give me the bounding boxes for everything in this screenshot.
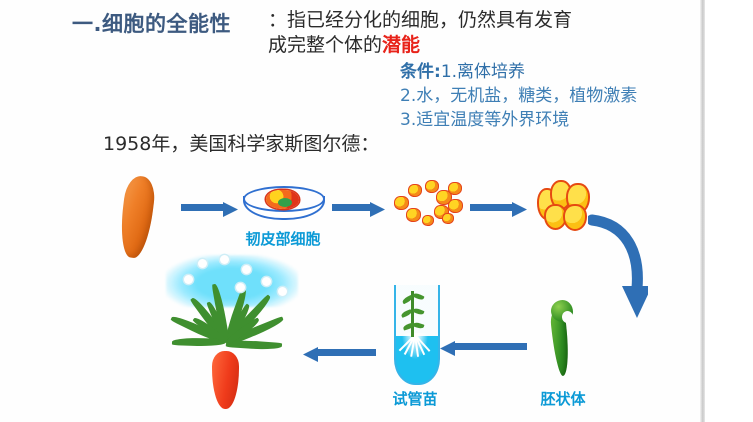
cell-shape [406, 208, 421, 222]
conditions-item-2: 2.水，无机盐，糖类，植物激素 [400, 86, 638, 106]
definition-highlight: 潜能 [382, 34, 421, 56]
definition-line-2: 成完整个体的潜能 [268, 33, 572, 58]
embryoid-notch [562, 311, 573, 323]
callus-icon [537, 180, 591, 231]
slide-frame-edge [700, 0, 705, 422]
carrot-taproot [212, 351, 239, 409]
scattered-cells-icon [392, 180, 470, 226]
test-tube-plantlet-icon [394, 285, 440, 385]
arrow-curved-down [588, 214, 648, 318]
definition-line-1: ：指已经分化的细胞，仍然具有发育 [268, 9, 573, 31]
plant-flower [184, 275, 193, 284]
label-test-tube-plantlet: 试管苗 [392, 390, 438, 408]
conditions-item-3: 3.适宜温度等外界环境 [400, 110, 570, 130]
conditions-item-1: 1.离体培养 [440, 62, 526, 82]
embryoid-icon [543, 300, 583, 380]
plant-flower [198, 259, 207, 268]
arrow-right-2 [332, 202, 385, 217]
arrow-right-3 [470, 202, 527, 217]
carrot-plant-icon [150, 255, 315, 409]
carrot-root-icon [117, 174, 157, 260]
arrow-left-2 [303, 347, 376, 362]
petri-dish-icon [243, 186, 325, 228]
plant-foliage [154, 269, 312, 361]
definition-text: ：指已经分化的细胞，仍然具有发育 成完整个体的潜能 [268, 8, 572, 58]
cell-shape [422, 215, 434, 226]
plant-flower [262, 277, 271, 286]
plant-flower [278, 287, 287, 296]
label-embryoid: 胚状体 [540, 390, 586, 408]
label-phloem-cells: 韧皮部细胞 [245, 230, 321, 248]
cell-shape [442, 213, 454, 224]
experiment-attribution: 1958年，美国科学家斯图尔德： [103, 133, 380, 155]
cell-shape [425, 180, 439, 193]
arrow-left-1 [440, 341, 527, 356]
cell-shape [408, 184, 422, 197]
conditions-line-1: 条件:1.离体培养 [400, 60, 637, 84]
conditions-label: 条件: [400, 62, 441, 82]
plantlet-stem [411, 291, 414, 337]
cell-shape [448, 182, 462, 195]
cell-shape [394, 196, 409, 210]
plant-flower [242, 265, 251, 274]
page-title: 一.细胞的全能性 [72, 12, 231, 36]
phloem-tissue-shape [266, 190, 299, 209]
slide-outer-margin [705, 0, 753, 422]
carrot-root-body [117, 174, 157, 260]
conditions-block: 条件:1.离体培养 2.水，无机盐，糖类，植物激素 3.适宜温度等外界环境 [400, 60, 637, 132]
plant-flower [236, 283, 245, 292]
cell-shape [448, 199, 463, 213]
arrow-right-1 [181, 202, 238, 217]
plant-flower [220, 255, 229, 264]
plantlet-roots [398, 333, 431, 363]
callus-lobe [563, 204, 587, 231]
definition-line-2-prefix: 成完整个体的 [268, 34, 383, 56]
